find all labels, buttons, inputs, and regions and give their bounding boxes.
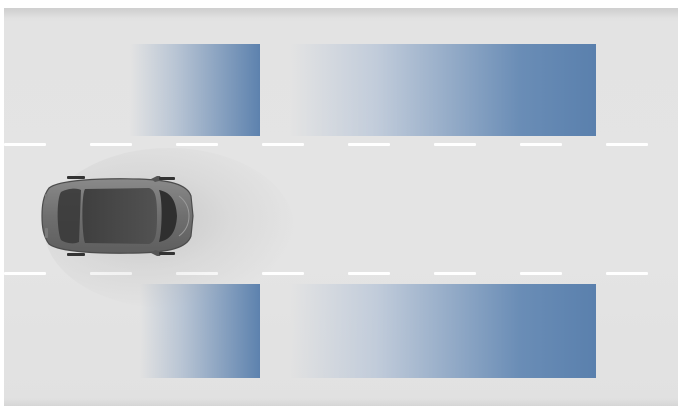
lane-dash [348, 272, 390, 275]
road-top-edge [4, 8, 678, 18]
lane-dash [4, 272, 46, 275]
lane-marking-upper [4, 143, 678, 146]
road-bottom-edge [4, 398, 678, 406]
lane-dash [434, 143, 476, 146]
lane-dash [90, 143, 132, 146]
road [4, 8, 678, 406]
lane-dash [434, 272, 476, 275]
lane-dash [520, 143, 562, 146]
lane-dash [606, 272, 648, 275]
detection-zone-upper-rear [130, 44, 260, 136]
car-top-view-icon [39, 176, 199, 256]
lane-dash [4, 143, 46, 146]
lane-dash [520, 272, 562, 275]
detection-zone-lower-side [290, 284, 596, 378]
lane-dash [262, 143, 304, 146]
lane-dash [606, 143, 648, 146]
lane-dash [176, 143, 218, 146]
detection-zone-upper-side [290, 44, 596, 136]
lane-dash [348, 143, 390, 146]
